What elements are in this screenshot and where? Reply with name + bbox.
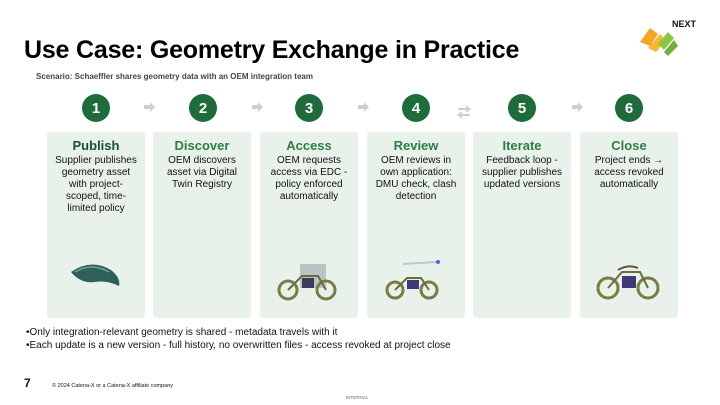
key-points-list: •Only integration-relevant geometry is s… [26, 326, 451, 352]
step-description: OEM reviews in own application: DMU chec… [375, 155, 457, 202]
step-title: Publish [72, 138, 120, 153]
motorcycle-dmu-image [385, 260, 440, 300]
copyright-footer: © 2024 Catena-X or a Catena-X affiliate … [52, 383, 174, 389]
step-title: Iterate [502, 138, 542, 153]
step-number-3: 3 [295, 94, 323, 122]
step-description: Supplier publishes geometry asset with p… [55, 155, 137, 214]
step-title: Access [286, 138, 332, 153]
logo-text: NEXT [672, 19, 697, 29]
step-description: OEM discovers asset via Digital Twin Reg… [166, 155, 238, 190]
page-number: 7 [24, 376, 31, 390]
step-card-iterate: Iterate Feedback loop - supplier publish… [473, 132, 571, 318]
step-number-1: 1 [82, 94, 110, 122]
key-point: •Only integration-relevant geometry is s… [26, 327, 338, 338]
step-description: Project ends → access revoked automatica… [594, 155, 664, 190]
step-card-publish: Publish Supplier publishes geometry asse… [47, 132, 145, 318]
step-card-access: Access OEM requests access via EDC - pol… [260, 132, 358, 318]
arrow-right-icon [252, 102, 263, 112]
step-number-5: 5 [508, 94, 536, 122]
catena-x-logo-icon [640, 28, 678, 56]
step-description: Feedback loop - supplier publishes updat… [481, 155, 563, 190]
step-title: Close [611, 138, 647, 153]
motorcycle-assembly-image [277, 264, 337, 301]
step-card-close: Close Project ends → access revoked auto… [580, 132, 678, 318]
arrow-bidirectional-icon [457, 105, 471, 119]
key-point: •Each update is a new version - full his… [26, 340, 451, 351]
slide-subtitle: Scenario: Schaeffler shares geometry dat… [36, 72, 313, 81]
classification-label: INTERNAL [346, 395, 369, 400]
step-title: Discover [174, 138, 230, 153]
arrow-right-icon [358, 102, 369, 112]
bearing-part-image [71, 264, 120, 286]
step-number-4: 4 [402, 94, 430, 122]
step-number-2: 2 [189, 94, 217, 122]
slide-title: Use Case: Geometry Exchange in Practice [24, 36, 520, 64]
step-card-discover: Discover OEM discovers asset via Digital… [153, 132, 251, 318]
step-description: OEM requests access via EDC - policy enf… [270, 155, 348, 202]
step-title: Review [393, 138, 439, 153]
step-number-6: 6 [615, 94, 643, 122]
arrow-right-icon [572, 102, 583, 112]
step-card-review: Review OEM reviews in own application: D… [367, 132, 465, 318]
arrow-right-icon [144, 102, 155, 112]
motorcycle-final-image [596, 265, 660, 300]
